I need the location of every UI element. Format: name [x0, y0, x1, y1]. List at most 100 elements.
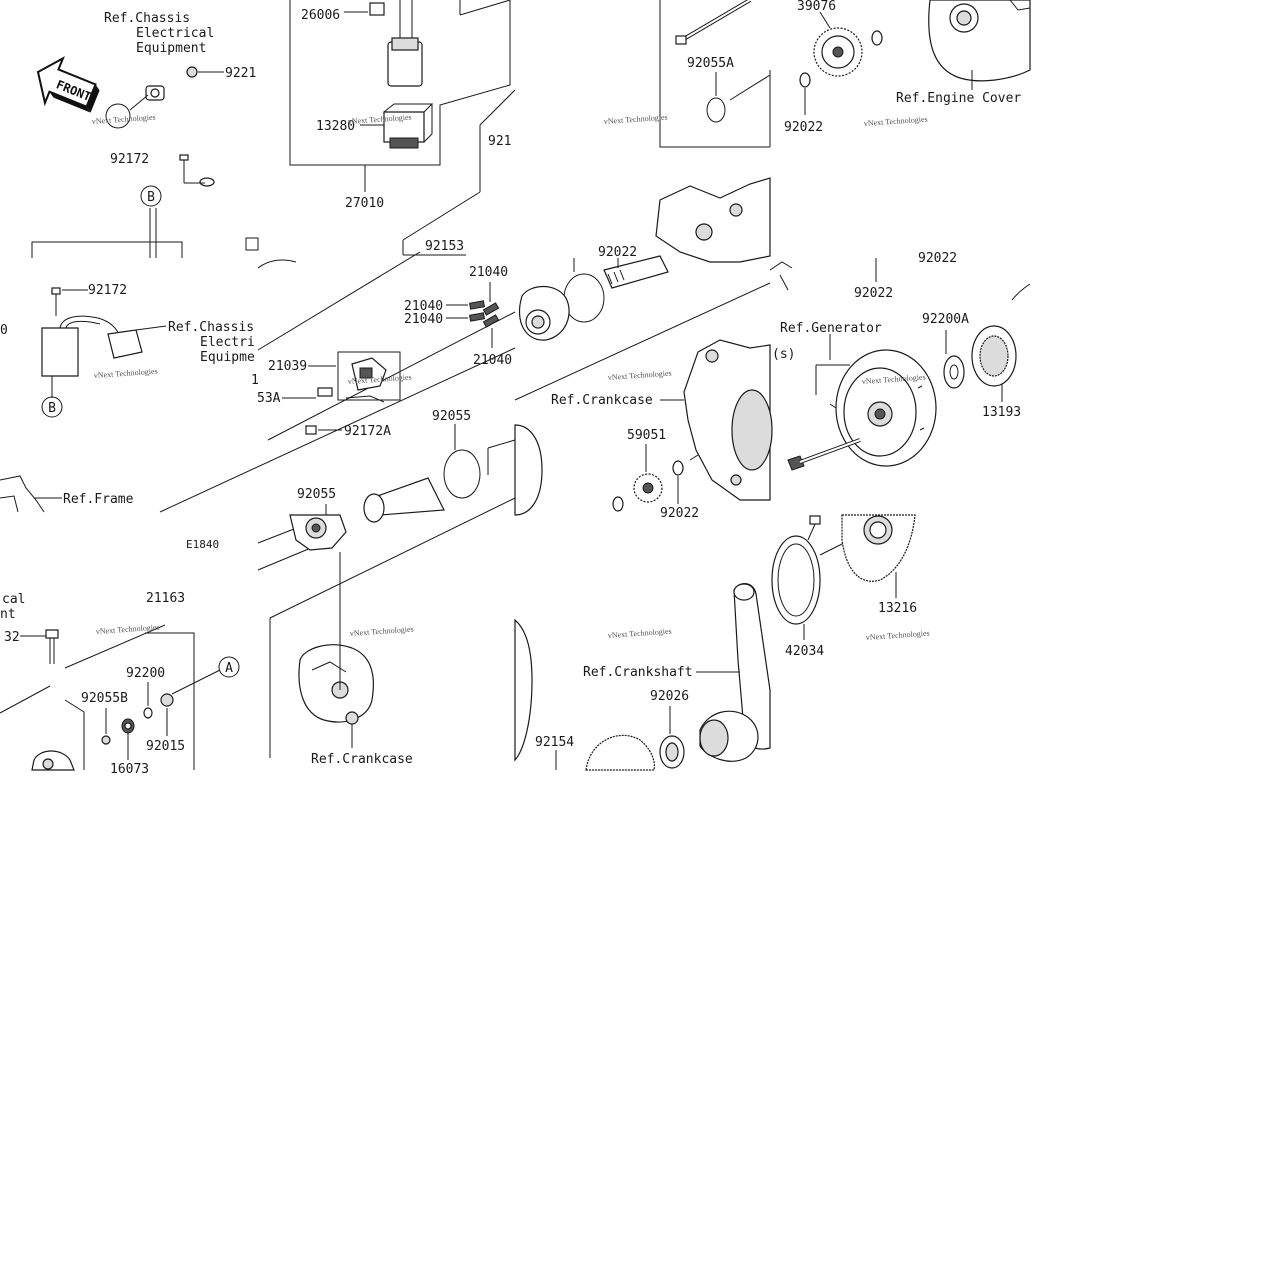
part-92022-d: 92022: [854, 286, 893, 301]
ref-chassis-2-line2: Electri: [200, 335, 255, 350]
ref-generator: Ref.Generator: [780, 321, 882, 336]
watermark: vNext Technologies: [604, 113, 668, 126]
flywheel-bolt-icon: [787, 438, 861, 471]
crankshaft-icon: [696, 583, 771, 762]
ref-engine-cover: Ref.Engine Cover: [896, 91, 1021, 106]
reference-labels: Ref.Chassis Electrical Equipment Ref.Cha…: [0, 11, 1021, 767]
ground-cable-icon: [105, 85, 216, 187]
washer-92200A-icon: [943, 330, 965, 389]
watermark: vNext Technologies: [348, 113, 412, 126]
crankcase-half-icon: [655, 177, 793, 291]
ring-gear-icon: [841, 514, 916, 598]
callout-a: A: [218, 656, 240, 678]
bolt-92172-icon: [179, 154, 205, 184]
part-16073: 16073: [110, 762, 149, 777]
part-s-trunc: (s): [772, 347, 795, 362]
small-bolt-icon: [807, 515, 821, 541]
part-number-labels: 9221 92172 26006 13280 27010 921 92172 0…: [0, 0, 1021, 777]
svg-text:B: B: [48, 401, 56, 416]
watermark: vNext Technologies: [608, 369, 672, 382]
starter-endcap-icon: [289, 504, 347, 551]
part-39076: 39076: [797, 0, 836, 14]
svg-text:B: B: [147, 190, 155, 205]
starter-relay-bottom-icon: [20, 629, 221, 771]
part-32-trunc: 32: [4, 630, 20, 645]
ref-chassis-1-line3: Equipment: [136, 41, 206, 56]
ref-crankcase-2: Ref.Crankcase: [311, 752, 413, 767]
idler-gear-icon: [813, 11, 863, 77]
screw-92172A-icon: [305, 425, 342, 435]
starter-motor-icon: [363, 439, 516, 523]
ref-chassis-2-line1: Ref.Chassis: [168, 320, 254, 335]
o-ring-92055-icon: [443, 424, 481, 499]
ref-crankshaft: Ref.Crankshaft: [583, 665, 693, 680]
ref-chassis-3-line1: cal: [2, 592, 25, 607]
starter-shaft-icon: [603, 255, 669, 289]
part-21040-d: 21040: [473, 353, 512, 368]
ref-crankcase-1: Ref.Crankcase: [551, 393, 653, 408]
gasket-42034-icon: [771, 535, 821, 640]
part-21040-c: 21040: [404, 312, 443, 327]
watermark: vNext Technologies: [92, 113, 156, 126]
watermark: vNext Technologies: [350, 625, 414, 638]
watermark: vNext Technologies: [864, 115, 928, 128]
flywheel-icon: [815, 334, 937, 467]
part-92022-b: 92022: [598, 245, 637, 260]
part-92015: 92015: [146, 739, 185, 754]
ref-chassis-1-line2: Electrical: [136, 26, 214, 41]
part-92026: 92026: [650, 689, 689, 704]
crankcase-right-icon: [660, 339, 773, 501]
part-92022-e: 92022: [660, 506, 699, 521]
part-92172-b: 92172: [88, 283, 127, 298]
part-92172A: 92172A: [344, 424, 391, 439]
svg-text:A: A: [225, 661, 233, 676]
assembly-lines: [0, 74, 861, 758]
long-bolt-icon: [675, 0, 752, 45]
watermark: vNext Technologies: [94, 367, 158, 380]
gear-92154-icon: [555, 734, 655, 771]
watermark: vNext Technologies: [96, 623, 160, 636]
seal-92026-icon: [659, 706, 685, 769]
part-26006: 26006: [301, 8, 340, 23]
brush-holder-icon: [282, 351, 401, 403]
part-53A: 53A: [257, 391, 281, 406]
part-9221: 9221: [225, 66, 256, 81]
part-21040-b: 21040: [404, 299, 443, 314]
ref-chassis-1-line1: Ref.Chassis: [104, 11, 190, 26]
crankcase-cover-icon: [298, 552, 374, 748]
watermark: vNext Technologies: [866, 629, 930, 642]
part-92022-c: 92022: [918, 251, 957, 266]
part-92055A: 92055A: [687, 56, 734, 71]
watermark: vNext Technologies: [348, 373, 412, 386]
ref-chassis-2-line3: Equipme: [200, 350, 255, 365]
front-arrow-icon: FRONT: [36, 56, 100, 113]
watermark: vNext Technologies: [608, 627, 672, 640]
part-92055-b: 92055: [297, 487, 336, 502]
callout-b-bottom: B: [41, 396, 63, 418]
part-13280: 13280: [316, 119, 355, 134]
ref-chassis-3-line2: nt: [0, 607, 16, 622]
b-bracket-frame: [31, 208, 183, 258]
watermarks: vNext Technologies vNext Technologies vN…: [92, 113, 930, 642]
part-1-trunc: 1: [251, 373, 259, 388]
part-27010: 27010: [345, 196, 384, 211]
bracket-small-icon: [245, 237, 466, 269]
part-42034: 42034: [785, 644, 824, 659]
starter-relay-frame: [64, 632, 195, 770]
watermark: vNext Technologies: [862, 373, 926, 386]
part-13216: 13216: [878, 601, 917, 616]
relay-group-frame: [289, 0, 511, 192]
ignition-coil-icon: [41, 287, 167, 398]
starter-relay-icon: [344, 0, 434, 149]
gear-59051-icon: [612, 444, 684, 512]
part-59051: 59051: [627, 428, 666, 443]
part-92055B: 92055B: [81, 691, 128, 706]
nut-9221-icon: [186, 66, 224, 78]
part-21163: 21163: [146, 591, 185, 606]
part-92154: 92154: [535, 735, 574, 750]
coupling-icon: [518, 285, 570, 341]
part-13193: 13193: [982, 405, 1021, 420]
engine-cover-icon: [928, 0, 1031, 90]
